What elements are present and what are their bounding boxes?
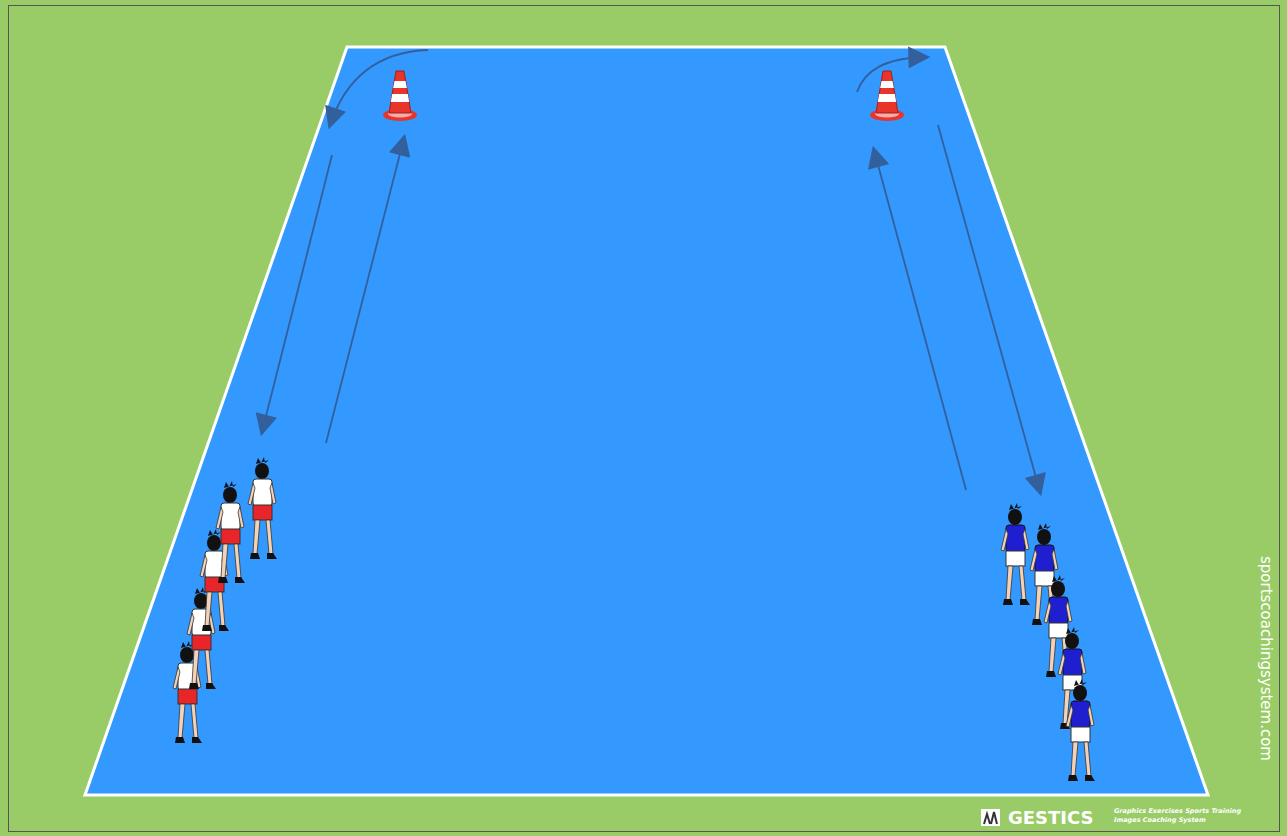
player xyxy=(187,587,216,689)
player xyxy=(1001,503,1030,605)
cone xyxy=(870,71,904,121)
red-team xyxy=(173,457,277,743)
player xyxy=(216,481,245,583)
player xyxy=(248,457,277,559)
logo-tagline: Graphics Exercises Sports Training xyxy=(1114,808,1241,815)
cone xyxy=(383,71,417,121)
court-area xyxy=(85,47,1208,795)
turn-arrow xyxy=(330,50,428,125)
logo-text: GESTICS xyxy=(1008,809,1094,827)
return-arrow xyxy=(262,155,332,432)
return-arrow xyxy=(938,125,1040,492)
run-arrows xyxy=(262,50,1040,492)
watermark-text: sportscoachingsystem.com xyxy=(1258,556,1273,761)
logo-icon xyxy=(981,809,1000,826)
player xyxy=(1066,679,1095,781)
run-arrow xyxy=(326,138,404,443)
run-arrow xyxy=(874,150,966,490)
frame-border xyxy=(9,6,1280,832)
logo-tagline: Images Coaching System xyxy=(1114,817,1206,824)
turn-arrow xyxy=(857,57,926,92)
blue-team xyxy=(1001,503,1095,781)
